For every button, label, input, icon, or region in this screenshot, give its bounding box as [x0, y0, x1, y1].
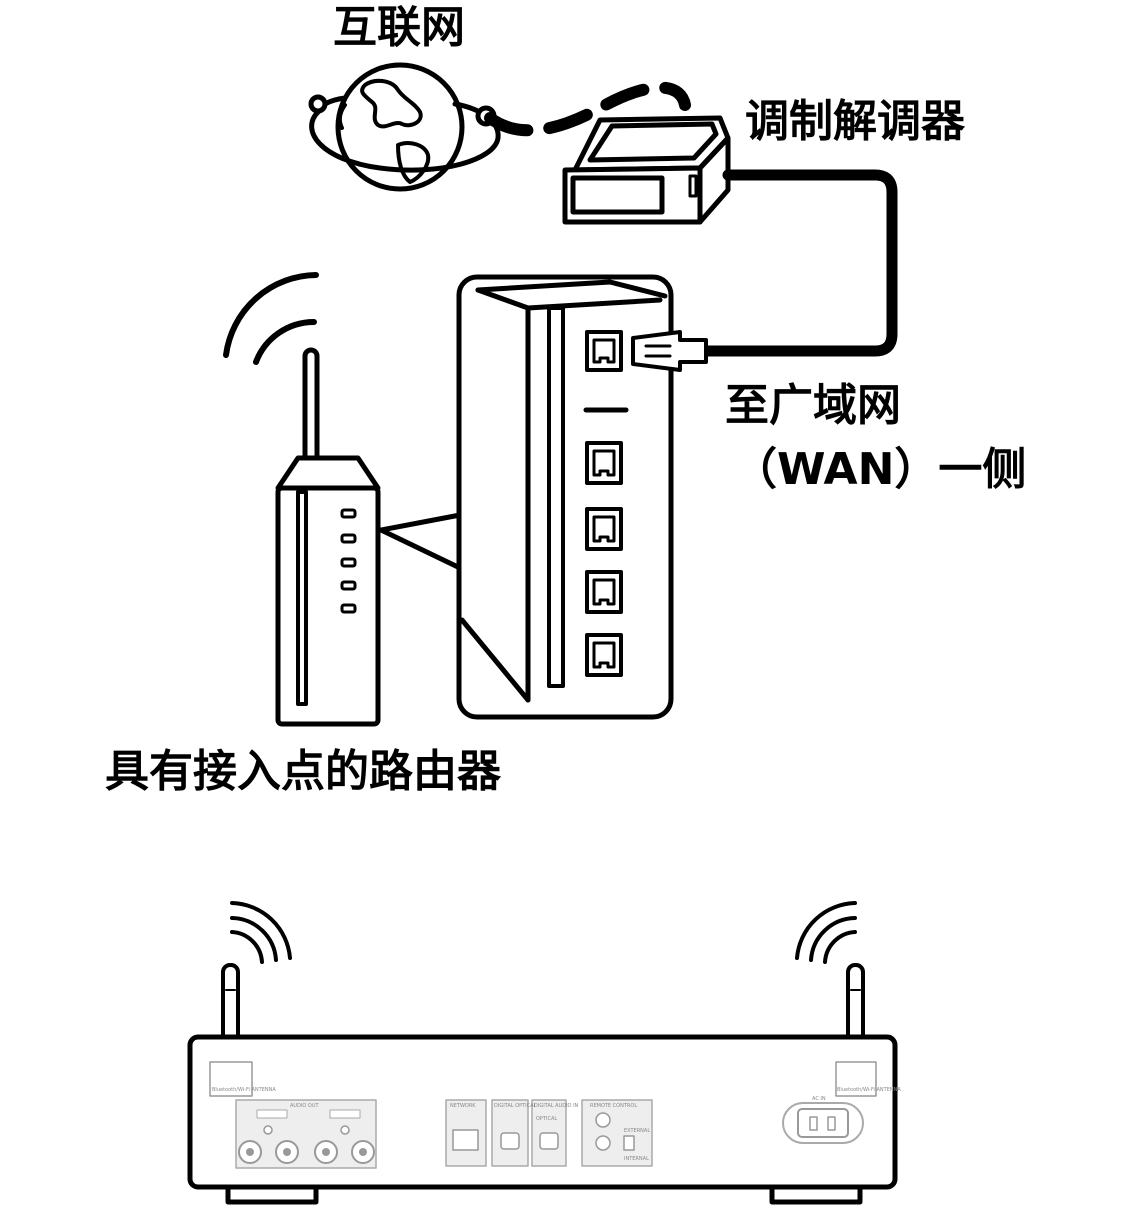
router-icon — [223, 272, 381, 727]
digital-optical-label: DIGITAL OPTICAL — [494, 1103, 537, 1109]
internal-label: INTERNAL — [624, 1156, 649, 1162]
lan-port-icon — [585, 570, 623, 614]
antenna-label-left: Bluetooth/Wi-Fi ANTENNA — [212, 1087, 276, 1093]
external-label: EXTERNAL — [624, 1128, 650, 1134]
wan-label-line2: （WAN）一侧 — [733, 444, 1027, 495]
av-receiver-back-panel — [187, 901, 898, 1205]
modem-icon — [562, 115, 731, 225]
optical-label: OPTICAL — [536, 1116, 557, 1122]
globe-icon — [308, 62, 501, 192]
remote-control-label: REMOTE CONTROL — [590, 1103, 637, 1109]
zoom-callout — [378, 512, 463, 571]
digital-audio-in-label: DIGITAL AUDIO IN — [534, 1103, 579, 1109]
internet-label: 互联网 — [333, 2, 465, 53]
modem-label: 调制解调器 — [745, 96, 965, 147]
ethernet-plug-icon — [631, 330, 708, 372]
panel-text: Bluetooth/Wi-Fi ANTENNA Bluetooth/Wi-Fi … — [212, 1087, 901, 1162]
internet-cable — [484, 81, 691, 137]
router-ports-zoom — [456, 274, 708, 720]
wan-label-line1: 至广域网 — [725, 380, 901, 431]
antenna-label-right: Bluetooth/Wi-Fi ANTENNA — [837, 1087, 901, 1093]
network-label: NETWORK — [450, 1103, 476, 1109]
ac-in-label: AC IN — [812, 1096, 826, 1102]
wan-port-icon — [585, 330, 623, 372]
lan-port-icon — [585, 441, 623, 485]
router-label: 具有接入点的路由器 — [105, 746, 501, 797]
lan-port-icon — [585, 633, 623, 677]
lan-port-icon — [585, 507, 623, 551]
audio-out-label: AUDIO OUT — [290, 1103, 320, 1109]
wan-cable — [694, 169, 898, 357]
